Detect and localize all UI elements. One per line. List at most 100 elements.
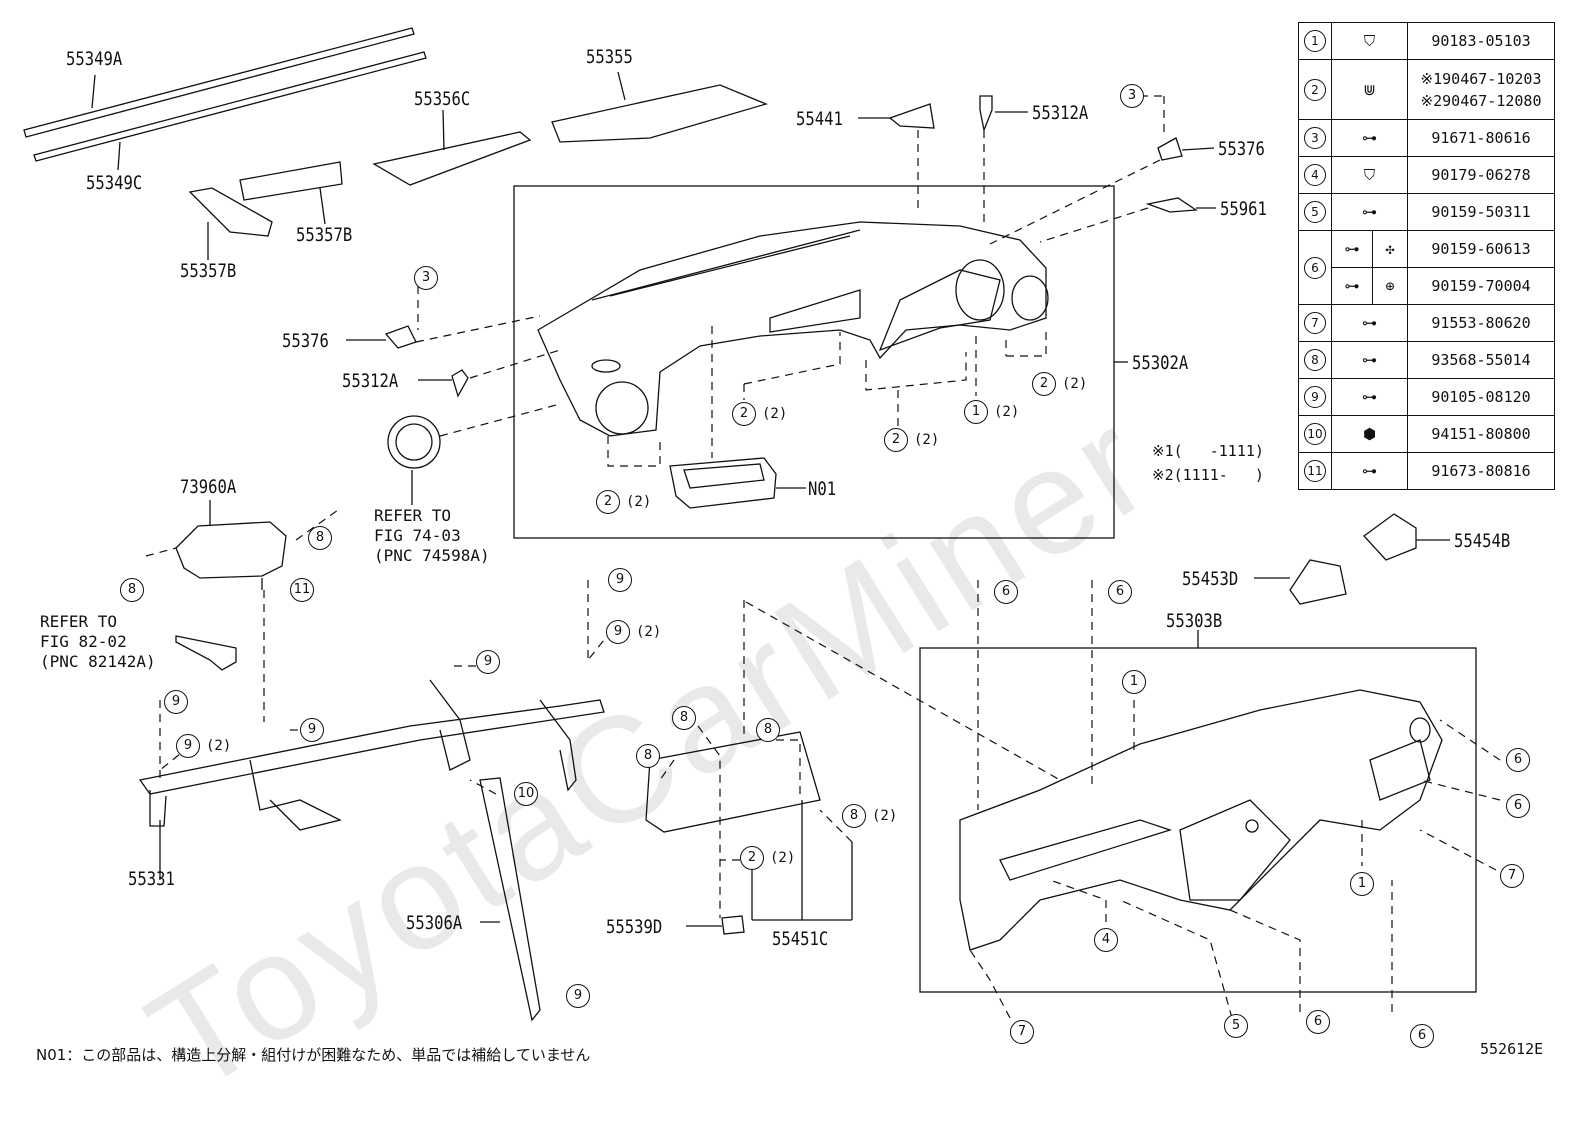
fastener-row-8[interactable]: 8 ⊶ 93568-55014 [1298, 341, 1555, 379]
callout-6-a[interactable]: 6 [994, 580, 1018, 604]
fastener-row-4[interactable]: 4 ⛉ 90179-06278 [1298, 156, 1555, 194]
callout-5[interactable]: 5 [1224, 1014, 1248, 1038]
callout-1-upper[interactable]: 1 [964, 400, 988, 424]
reference-airbag[interactable]: REFER TO FIG 74-03 (PNC 74598A) [374, 506, 490, 565]
label-55303B[interactable]: 55303B [1166, 610, 1223, 632]
part-55454B [1363, 513, 1417, 561]
fastener-code: 90159-50311 [1407, 193, 1555, 231]
callout-6-b[interactable]: 6 [1108, 580, 1132, 604]
callout-10[interactable]: 10 [514, 782, 538, 806]
panel-55357B-upper [239, 161, 343, 201]
callout-4[interactable]: 4 [1094, 928, 1118, 952]
label-55356C[interactable]: 55356C [414, 88, 471, 110]
callout-3-left[interactable]: 3 [414, 266, 438, 290]
label-55454B[interactable]: 55454B [1454, 530, 1511, 552]
callout-2-b[interactable]: 2 [884, 428, 908, 452]
cross-head-icon: ⊕ [1385, 277, 1395, 295]
fastener-code: 90179-06278 [1407, 156, 1555, 194]
callout-2-a[interactable]: 2 [732, 402, 756, 426]
label-55331[interactable]: 55331 [128, 868, 175, 890]
label-55302A[interactable]: 55302A [1132, 352, 1189, 374]
callout-6-e[interactable]: 6 [1306, 1010, 1330, 1034]
fastener-row-2[interactable]: 2 ⋓ ※190467-10203 ※290467-12080 [1298, 59, 1555, 120]
figure-code: 552612E [1480, 1040, 1544, 1058]
label-55451C[interactable]: 55451C [772, 928, 829, 950]
airbag-73960A [175, 521, 287, 579]
callout-8-airbag-left[interactable]: 8 [120, 578, 144, 602]
fastener-row-6b[interactable]: ⊶ ⊕ 90159-70004 [1299, 267, 1555, 305]
callout-9-b-qty: (2) [636, 624, 662, 640]
label-55453D[interactable]: 55453D [1182, 568, 1239, 590]
fastener-row-10[interactable]: 10 ⬢ 94151-80800 [1298, 415, 1555, 453]
fastener-row-7[interactable]: 7 ⊶ 91553-80620 [1298, 304, 1555, 342]
screw-icon: ⊶ [1344, 240, 1360, 258]
fastener-num: 2 [1304, 78, 1326, 101]
callout-8-b[interactable]: 8 [756, 718, 780, 742]
label-55441[interactable]: 55441 [796, 108, 843, 130]
callout-6-f[interactable]: 6 [1410, 1024, 1434, 1048]
clip-icon: ⛉ [1363, 32, 1376, 50]
callout-8-airbag-right[interactable]: 8 [308, 526, 332, 550]
fastener-table: 1 ⛉ 90183-05103 2 ⋓ ※190467-10203 ※29046… [1298, 22, 1555, 490]
panel-55356C [372, 131, 532, 186]
callout-8-c[interactable]: 8 [636, 744, 660, 768]
label-55312A-top[interactable]: 55312A [1032, 102, 1089, 124]
fastener-row-5[interactable]: 5 ⊶ 90159-50311 [1298, 193, 1555, 231]
moulding-55349A [23, 27, 415, 138]
fastener-row-9[interactable]: 9 ⊶ 90105-08120 [1298, 378, 1555, 416]
callout-7-bottom[interactable]: 7 [1010, 1020, 1034, 1044]
label-N01[interactable]: N01 [808, 478, 837, 500]
label-55306A[interactable]: 55306A [406, 912, 463, 934]
callout-2-d[interactable]: 2 [596, 490, 620, 514]
callout-7-right[interactable]: 7 [1500, 864, 1524, 888]
callout-1-lower-b[interactable]: 1 [1350, 872, 1374, 896]
callout-9-e[interactable]: 9 [176, 734, 200, 758]
callout-11[interactable]: 11 [290, 578, 314, 602]
fastener-row-6a[interactable]: 6 ⊶ ✣ 90159-60613 [1298, 230, 1555, 305]
diagram-lines [23, 27, 1501, 1022]
screw-icon: ⊶ [1362, 462, 1377, 480]
vent-N01 [669, 457, 777, 509]
label-55357B-lower[interactable]: 55357B [180, 260, 237, 282]
callout-9-a[interactable]: 9 [608, 568, 632, 592]
callout-2-e[interactable]: 2 [740, 846, 764, 870]
label-55376-left[interactable]: 55376 [282, 330, 329, 352]
callout-2-d-qty: (2) [626, 494, 652, 510]
callout-9-g[interactable]: 9 [566, 984, 590, 1008]
callout-9-f[interactable]: 9 [300, 718, 324, 742]
callout-1-lower-a[interactable]: 1 [1122, 670, 1146, 694]
screw-icon: ⊶ [1362, 351, 1377, 369]
reference-steering[interactable]: REFER TO FIG 82-02 (PNC 82142A) [40, 612, 156, 671]
callout-2-c[interactable]: 2 [1032, 372, 1056, 396]
label-55349C[interactable]: 55349C [86, 172, 143, 194]
callout-3-top[interactable]: 3 [1120, 84, 1144, 108]
callout-6-c[interactable]: 6 [1506, 748, 1530, 772]
label-55376-right[interactable]: 55376 [1218, 138, 1265, 160]
callout-9-c[interactable]: 9 [476, 650, 500, 674]
fastener-row-11[interactable]: 11 ⊶ 91673-80816 [1298, 452, 1555, 490]
label-55349A[interactable]: 55349A [66, 48, 123, 70]
label-55357B-upper[interactable]: 55357B [296, 224, 353, 246]
callout-9-b[interactable]: 9 [606, 620, 630, 644]
fastener-code: 90183-05103 [1407, 22, 1555, 60]
screw-icon: ⊶ [1362, 203, 1377, 221]
part-55453D [1289, 559, 1347, 605]
callout-8-d-qty: (2) [872, 808, 898, 824]
screw-icon: ⊶ [1362, 129, 1377, 147]
screw-icon: ⊶ [1344, 277, 1360, 295]
callout-6-d[interactable]: 6 [1506, 794, 1530, 818]
part-55441 [888, 103, 935, 129]
callout-8-a[interactable]: 8 [672, 706, 696, 730]
fastener-row-1[interactable]: 1 ⛉ 90183-05103 [1298, 22, 1555, 60]
fastener-row-3[interactable]: 3 ⊶ 91671-80616 [1298, 119, 1555, 157]
label-55539D[interactable]: 55539D [606, 916, 663, 938]
panel-55355 [551, 84, 768, 143]
fastener-num: 4 [1304, 164, 1326, 186]
callout-8-d[interactable]: 8 [842, 804, 866, 828]
label-55961[interactable]: 55961 [1220, 198, 1267, 220]
fastener-code: 93568-55014 [1407, 341, 1555, 379]
callout-9-d[interactable]: 9 [164, 690, 188, 714]
label-55355[interactable]: 55355 [586, 46, 633, 68]
label-55312A-left[interactable]: 55312A [342, 370, 399, 392]
label-73960A[interactable]: 73960A [180, 476, 237, 498]
